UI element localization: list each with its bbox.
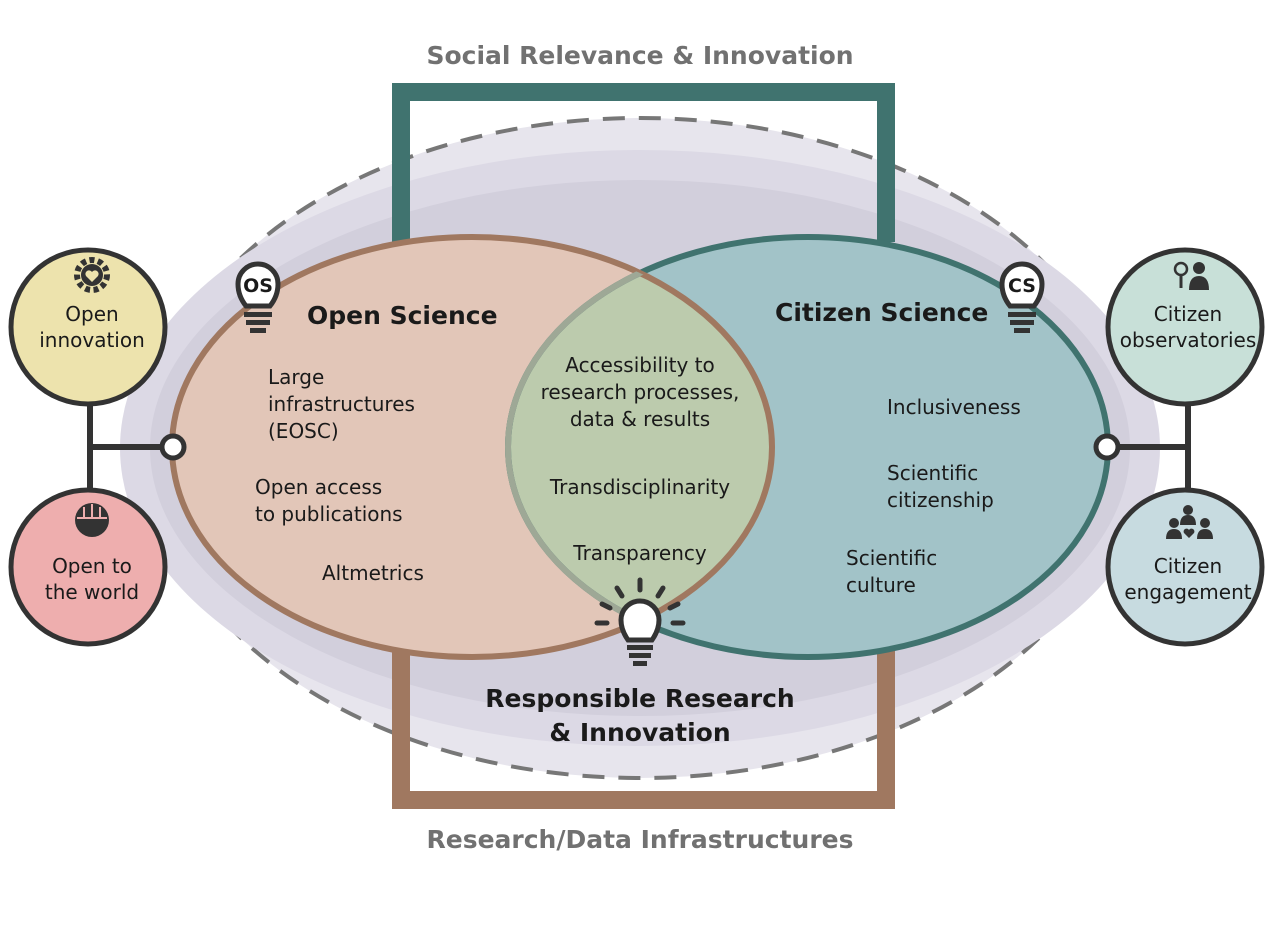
overlap-item: research processes,: [541, 380, 740, 404]
research-infrastructures-label: Research/Data Infrastructures: [426, 825, 853, 854]
left-connector: [87, 395, 165, 500]
people-heart-icon: [1166, 505, 1213, 539]
cs-item: Inclusiveness: [887, 395, 1021, 419]
overlap-items: Accessibility to research processes, dat…: [541, 353, 740, 565]
magnifier-person-icon: [1173, 261, 1209, 290]
globe-icon: [75, 503, 109, 537]
right-connector: [1115, 395, 1191, 500]
citizen-science-items: Inclusiveness Scientific citizenship Sci…: [846, 395, 1021, 597]
open-to-world-circle: Open to the world: [8, 487, 168, 647]
open-science-title: Open Science: [307, 301, 498, 330]
overlap-item: Accessibility to: [565, 353, 715, 377]
os-bulb-icon: OS: [235, 261, 281, 333]
circle-label: Citizen: [1154, 302, 1222, 326]
circle-label: observatories: [1120, 328, 1257, 352]
gear-heart-icon: [74, 257, 110, 293]
circle-label: engagement: [1124, 580, 1251, 604]
os-item: (EOSC): [268, 419, 339, 443]
open-science-items: Large infrastructures (EOSC) Open access…: [255, 365, 424, 585]
circle-label: innovation: [39, 328, 145, 352]
cs-item: citizenship: [887, 488, 994, 512]
rri-bulb-icon: [594, 577, 686, 666]
cs-item: culture: [846, 573, 916, 597]
os-badge: OS: [243, 275, 273, 297]
overlap-region: [508, 237, 772, 657]
overlap-item: data & results: [570, 407, 710, 431]
citizen-science-title: Citizen Science: [775, 298, 988, 327]
os-item: to publications: [255, 502, 403, 526]
citizen-engagement-circle: Citizen engagement: [1105, 487, 1265, 647]
social-relevance-label: Social Relevance & Innovation: [426, 41, 853, 70]
circle-label: Open: [65, 302, 118, 326]
rri-title: Responsible Research: [485, 684, 794, 713]
right-node: [1093, 433, 1121, 461]
open-innovation-circle: Open innovation: [8, 247, 168, 407]
circle-label: the world: [45, 580, 139, 604]
os-item: Altmetrics: [322, 561, 424, 585]
infrastructure-arrow: [392, 632, 895, 809]
os-item: Open access: [255, 475, 382, 499]
overlap-item: Transdisciplinarity: [549, 475, 730, 499]
cs-item: Scientific: [887, 461, 978, 485]
os-item: infrastructures: [268, 392, 415, 416]
circle-label: Citizen: [1154, 554, 1222, 578]
citizen-observatories-circle: Citizen observatories: [1105, 247, 1265, 407]
os-item: Large: [268, 365, 324, 389]
rri-title: & Innovation: [549, 718, 730, 747]
cs-item: Scientific: [846, 546, 937, 570]
circle-label: Open to: [52, 554, 132, 578]
left-node: [159, 433, 187, 461]
overlap-outline: [505, 237, 772, 657]
social-relevance-arrow: [392, 83, 895, 262]
overlap-item: Transparency: [572, 541, 707, 565]
cs-bulb-icon: CS: [999, 261, 1045, 333]
cs-badge: CS: [1008, 275, 1036, 297]
